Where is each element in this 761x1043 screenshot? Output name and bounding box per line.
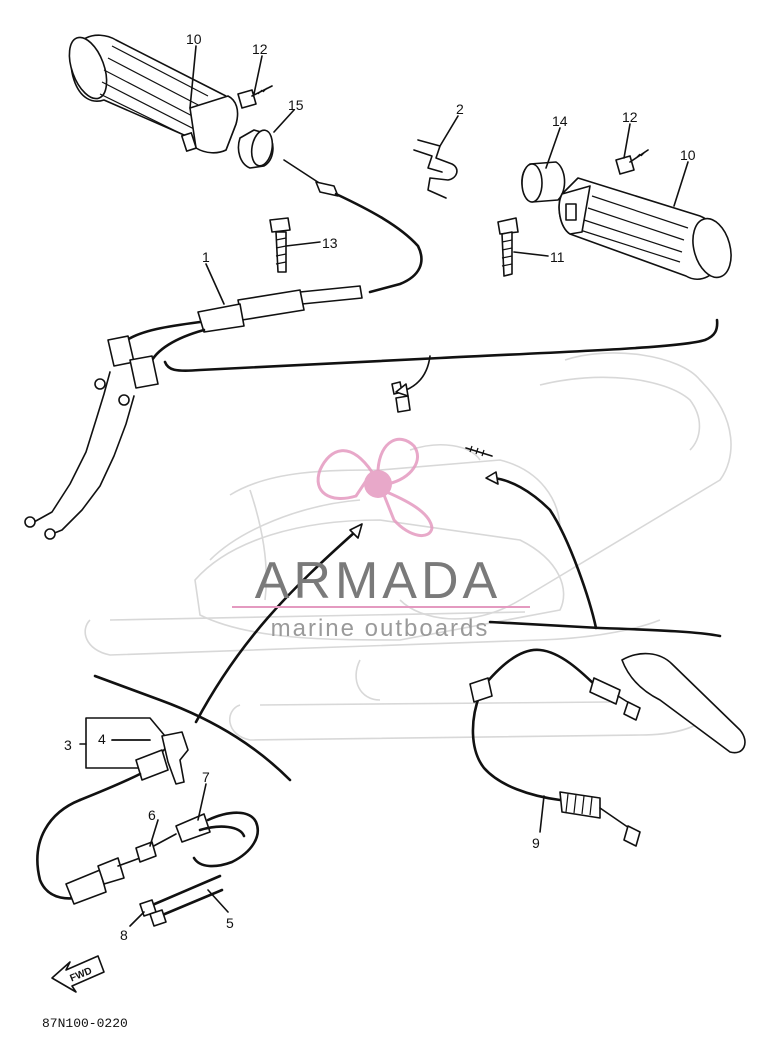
- part-10-left-grip: [68, 34, 239, 154]
- part-15-left-collar: [237, 129, 274, 169]
- part-12-left-screw: [237, 85, 273, 109]
- drawing-code: 87N100-0220: [42, 1016, 128, 1031]
- callout-10-left: 10: [186, 31, 202, 47]
- part-3-4-switch-assembly: [78, 717, 189, 802]
- part-11-right-bolt: [497, 217, 519, 277]
- callout-7: 7: [202, 769, 210, 785]
- part-13-left-bolt: [269, 217, 291, 273]
- propeller-logo-icon: [316, 437, 434, 537]
- callout-12-left: 12: [252, 41, 268, 57]
- callout-14: 14: [552, 113, 568, 129]
- callout-12-right: 12: [622, 109, 638, 125]
- callout-9: 9: [532, 835, 540, 851]
- callout-11: 11: [550, 249, 565, 265]
- lower-right-section-border: [488, 620, 722, 638]
- callout-6: 6: [148, 807, 156, 823]
- leader-lines: [79, 45, 689, 927]
- callout-numbers: 10 12 15 2 14 12 10 13 11 1 3 4 7 6 9 8 …: [64, 31, 696, 943]
- armada-watermark: ARMADA marine outboards: [232, 437, 530, 642]
- watermark-name: ARMADA: [255, 552, 501, 610]
- callout-1: 1: [202, 249, 210, 265]
- watermark-tagline: marine outboards: [271, 615, 490, 642]
- part-1-throttle-cable: [24, 159, 423, 540]
- part-10-right-grip: [558, 177, 732, 280]
- callout-3: 3: [64, 737, 72, 753]
- part-5-8-wires: [139, 874, 224, 927]
- watermark-rule: [232, 606, 530, 608]
- callout-5: 5: [226, 915, 234, 931]
- callout-13: 13: [322, 235, 338, 251]
- upper-section-border: [163, 318, 719, 373]
- assembly-arrows: [194, 355, 598, 724]
- callout-10-right: 10: [680, 147, 696, 163]
- callout-15: 15: [288, 97, 304, 113]
- part-2-clip: [413, 139, 458, 199]
- fwd-direction-arrow: FWD: [51, 955, 105, 993]
- part-12-right-screw: [615, 149, 649, 175]
- callout-2: 2: [456, 101, 464, 117]
- part-9-brake-cable: [469, 648, 746, 847]
- lower-left-section-border: [93, 674, 292, 782]
- part-7-cable-assembly: [36, 798, 259, 905]
- callout-8: 8: [120, 927, 128, 943]
- part-14-right-collar: [521, 161, 566, 203]
- snowmobile-outline: [84, 352, 732, 741]
- callout-4: 4: [98, 731, 106, 747]
